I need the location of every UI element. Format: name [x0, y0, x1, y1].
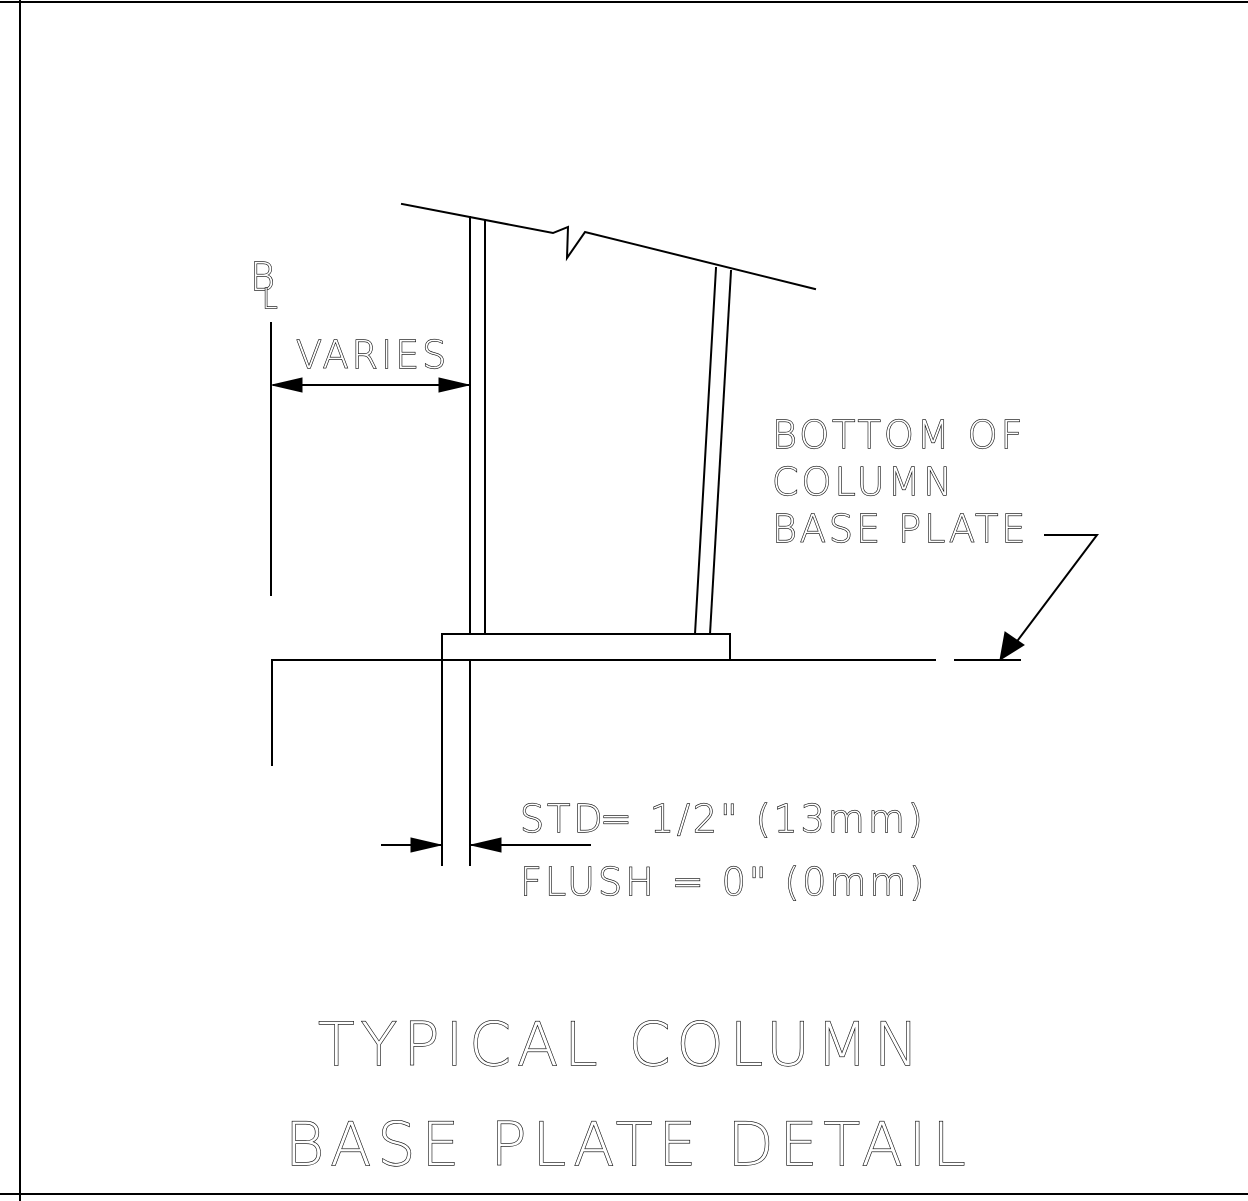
base-plate — [441, 633, 731, 661]
title-line-2: BASE PLATE DETAIL — [285, 1110, 972, 1180]
flush-label: FLUSH = 0" (0mm) — [520, 860, 927, 904]
floor-line — [271, 659, 1021, 766]
callout-line-1: BOTTOM OF — [772, 413, 1025, 457]
std-label: STD — [520, 797, 606, 841]
building-line: B L — [249, 254, 281, 596]
title-line-1: TYPICAL COLUMN — [318, 1010, 925, 1080]
varies-dimension: VARIES — [271, 332, 470, 393]
building-line-symbol-b: B — [250, 255, 278, 299]
callout-line-2: COLUMN — [772, 460, 955, 504]
rafter-line — [400, 202, 817, 291]
callout-line-3: BASE PLATE — [772, 507, 1028, 551]
bottom-of-base-plate-callout: BOTTOM OF COLUMN BASE PLATE — [771, 412, 1100, 662]
setback-dimension: STD = 1/2" (13mm) FLUSH = 0" (0mm) — [381, 659, 927, 905]
varies-label: VARIES — [296, 333, 449, 377]
column-right-tapered — [693, 266, 733, 636]
column-left — [469, 216, 486, 635]
std-value: = 1/2" (13mm) — [600, 797, 926, 841]
building-line-symbol-l: L — [262, 282, 281, 315]
drawing-title: TYPICAL COLUMN BASE PLATE DETAIL — [284, 1009, 972, 1180]
